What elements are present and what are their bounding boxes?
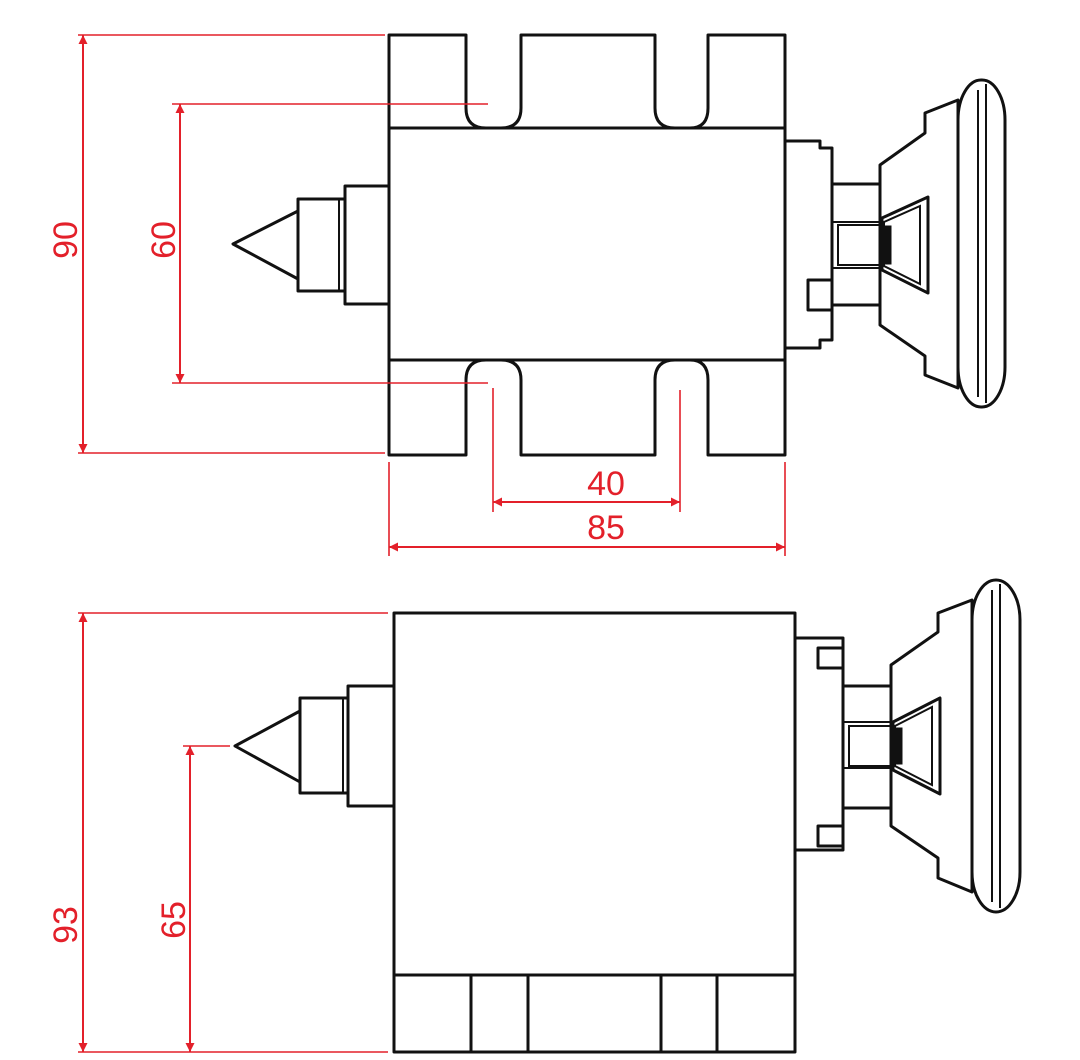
top-view-upper-slotted-base — [387, 33, 787, 130]
top-view-body — [387, 126, 787, 362]
top-view-quill — [296, 197, 347, 293]
dimension-label-90: 90 — [47, 221, 85, 259]
top-view-rear-flange — [783, 139, 834, 350]
top-view-quill-housing — [343, 184, 391, 306]
top-view-feed-shaft — [830, 182, 882, 307]
side-view-quill-housing — [346, 684, 396, 808]
side-view-dimensions: 93 65 — [47, 612, 388, 1053]
top-view-handwheel-rim — [956, 78, 1007, 409]
side-view — [233, 578, 1022, 1054]
top-view-live-center-point — [231, 209, 300, 281]
side-view-live-center-point — [233, 709, 302, 784]
side-view-shaft-screw — [848, 725, 894, 767]
top-view-shaft-screw — [837, 224, 883, 266]
dimension-label-65: 65 — [155, 901, 193, 939]
top-view-dimensions: 90 60 40 85 — [47, 34, 786, 556]
top-view — [231, 33, 1007, 457]
top-view-lower-slotted-base — [387, 358, 787, 457]
dimension-label-93: 93 — [47, 906, 85, 944]
side-view-rear-flange — [793, 636, 845, 852]
side-view-handwheel-rim — [970, 578, 1022, 914]
dimension-label-40: 40 — [587, 465, 625, 503]
side-view-feed-shaft — [841, 684, 893, 810]
side-view-flange-key-bottom — [816, 824, 845, 848]
dimension-label-85: 85 — [587, 509, 625, 547]
side-view-quill — [298, 696, 350, 795]
dimension-label-60: 60 — [145, 221, 183, 259]
side-view-flange-key-top — [816, 646, 845, 670]
side-view-screw-end — [890, 727, 903, 765]
side-view-body — [392, 611, 797, 977]
top-view-flange-key — [806, 278, 834, 312]
side-view-handwheel-hub — [889, 598, 974, 894]
side-view-base — [392, 973, 797, 1054]
top-view-screw-end — [879, 225, 892, 265]
top-view-handwheel-hub — [878, 98, 960, 390]
